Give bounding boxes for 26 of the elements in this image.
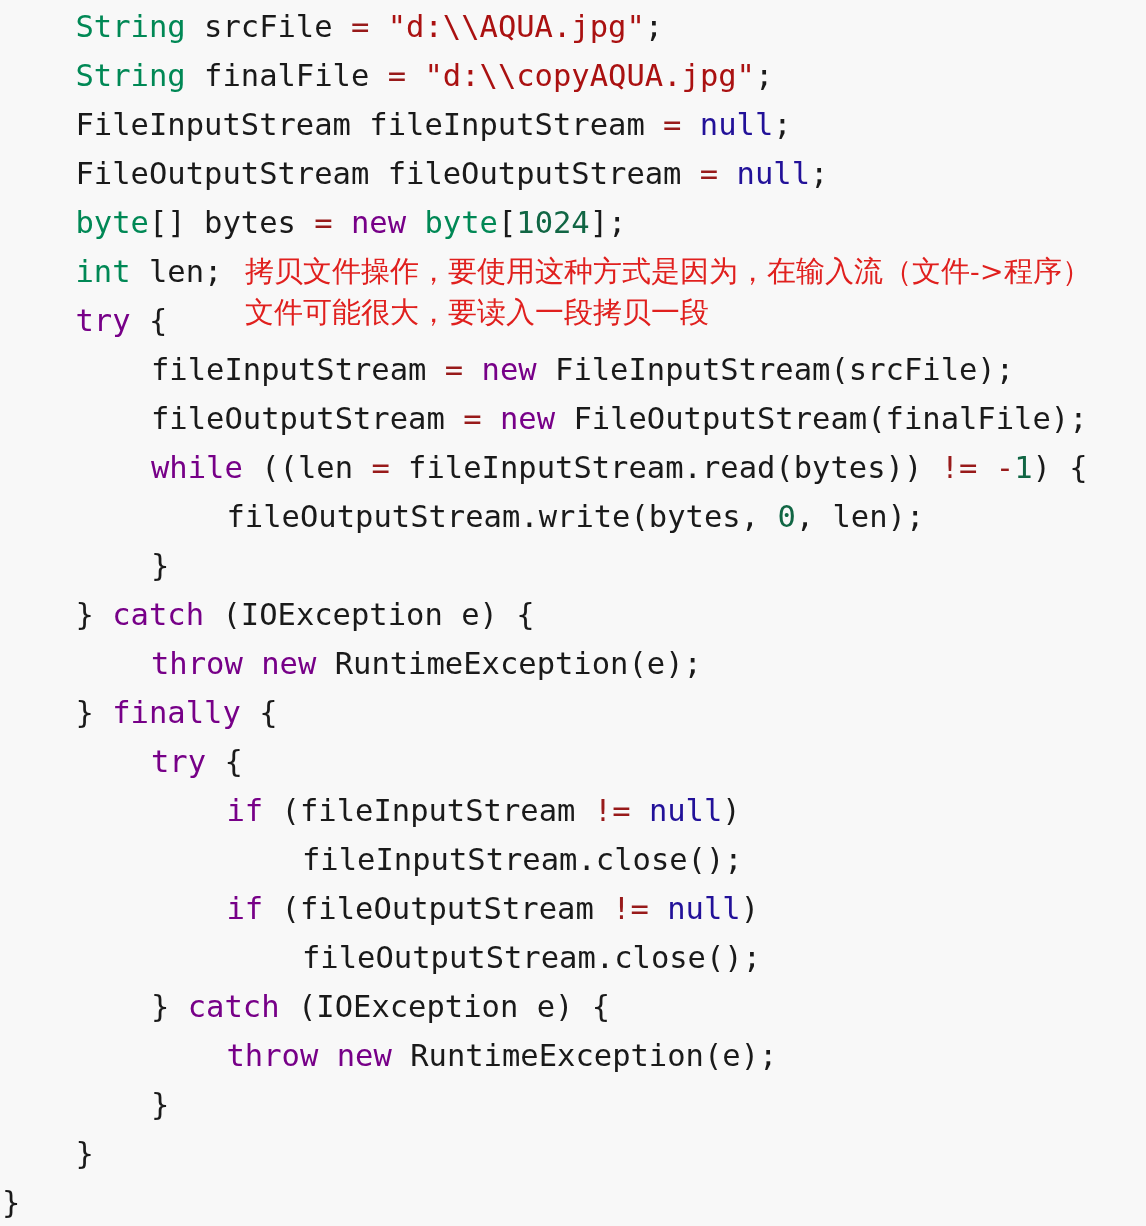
code-line: } finally { bbox=[75, 694, 278, 732]
code-line: try { bbox=[75, 302, 168, 340]
code-line: fileOutputStream = new FileOutputStream(finalFile); bbox=[151, 400, 1088, 438]
code-line: byte[] bytes = new byte[1024]; bbox=[75, 204, 627, 242]
code-line: } bbox=[75, 1135, 94, 1173]
code-line: fileInputStream = new FileInputStream(srcFile); bbox=[151, 351, 1015, 389]
code-line: fileOutputStream.close(); bbox=[302, 939, 762, 977]
code-line: throw new RuntimeException(e); bbox=[151, 645, 702, 683]
code-line: int len; bbox=[75, 253, 223, 291]
code-line: FileInputStream fileInputStream = null; bbox=[75, 106, 792, 144]
code-line: if (fileInputStream != null) bbox=[226, 792, 741, 830]
code-line: } bbox=[2, 1184, 21, 1222]
code-line: String finalFile = "d:\\copyAQUA.jpg"; bbox=[75, 57, 774, 95]
annotation-note: 拷贝文件操作，要使用这种方式是因为，在输入流（文件->程序）文件可能很大，要读入一段拷贝一段 bbox=[245, 254, 1092, 331]
code-line: FileOutputStream fileOutputStream = null; bbox=[75, 155, 829, 193]
code-line: try { bbox=[151, 743, 243, 781]
code-line: while ((len = fileInputStream.read(bytes)) != -1) { bbox=[151, 449, 1088, 487]
code-line: fileInputStream.close(); bbox=[302, 841, 743, 879]
code-line: } bbox=[151, 1086, 170, 1124]
code-line: } bbox=[151, 547, 170, 585]
code-line: } catch (IOException e) { bbox=[151, 988, 611, 1026]
code-line: if (fileOutputStream != null) bbox=[226, 890, 760, 928]
code-line: } catch (IOException e) { bbox=[75, 596, 535, 634]
code-line: throw new RuntimeException(e); bbox=[226, 1037, 778, 1075]
code-line: String srcFile = "d:\\AQUA.jpg"; bbox=[75, 8, 664, 46]
code-line: fileOutputStream.write(bytes, 0, len); bbox=[226, 498, 925, 536]
